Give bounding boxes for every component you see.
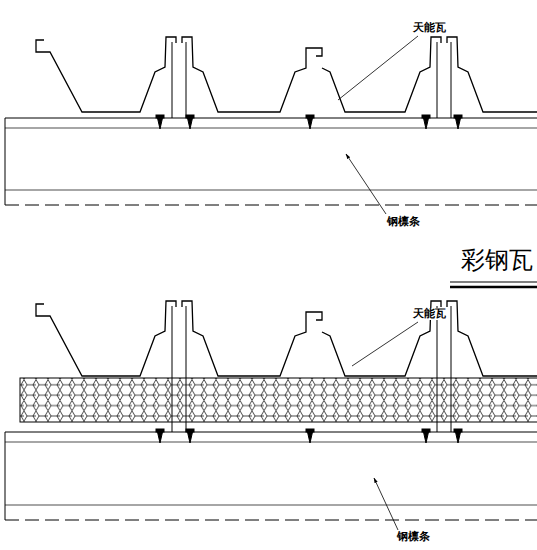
purlin-edge (5, 118, 6, 205)
roof-panel (36, 301, 176, 376)
leader-line (346, 154, 386, 214)
part-label: 钢檩条 (396, 531, 431, 543)
screw (456, 118, 461, 129)
title-underline (450, 286, 537, 288)
roof-panel (322, 37, 441, 112)
clip (451, 42, 452, 118)
roof-panel (36, 37, 176, 112)
part-label: 天能瓦 (412, 308, 447, 320)
roof-panel (182, 301, 322, 376)
leader-line (338, 36, 418, 100)
purlin-edge (5, 205, 537, 206)
purlin-edge (5, 190, 537, 191)
screw (456, 432, 461, 443)
screw (308, 118, 313, 129)
leader-line (374, 478, 398, 530)
screw (158, 118, 163, 129)
leader-line (352, 322, 418, 366)
clip (186, 42, 187, 118)
screw (158, 432, 163, 443)
screw (424, 118, 429, 129)
panel-set (5, 37, 537, 205)
screw (308, 432, 313, 443)
purlin-edge (5, 520, 537, 521)
roof-panel (447, 301, 537, 376)
screw (188, 118, 193, 129)
screw (424, 432, 429, 443)
part-label: 天能瓦 (412, 22, 447, 34)
clip (172, 42, 173, 118)
roof-panel (182, 37, 322, 112)
purlin-edge (5, 432, 6, 520)
section-title: 彩钢瓦 (460, 247, 534, 273)
roof-panel (447, 37, 537, 112)
purlin-edge (5, 505, 537, 506)
title-underline (450, 281, 537, 282)
clip (437, 42, 438, 118)
part-label: 钢檩条 (386, 216, 421, 228)
screw (188, 432, 193, 443)
insulation-layer (20, 378, 537, 422)
